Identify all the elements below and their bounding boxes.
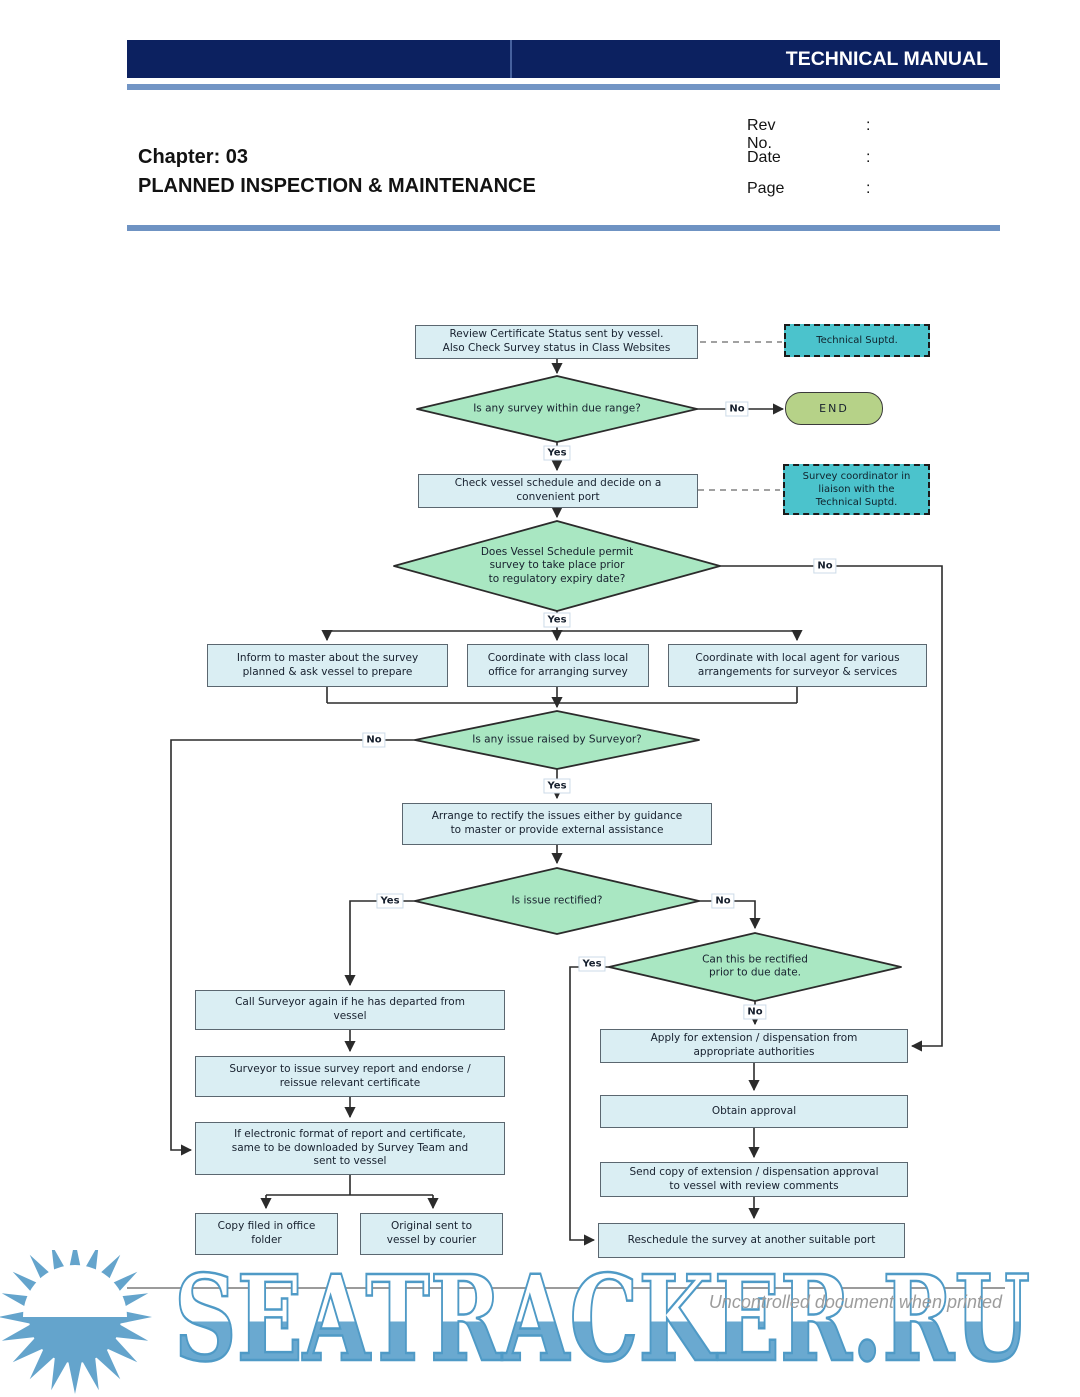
page-label: Page [747,180,785,197]
header-bottom-rule [127,225,1000,231]
node-check-schedule: Check vessel schedule and decide on a co… [418,474,698,508]
node-send-copy: Send copy of extension / dispensation ap… [600,1162,908,1197]
label-yes-issue-rectified: Yes [376,893,404,909]
label-no-due-range: No [725,401,749,417]
label-yes-rectify-due: Yes [578,956,606,972]
footer-rule [127,1287,1005,1289]
decision-due-range-text: Is any survey within due range? [473,402,641,415]
watermark-text: SEATRACKER.RU [174,1250,1030,1388]
node-coordinate-agent: Coordinate with local agent for various … [668,644,927,687]
node-original-sent: Original sent to vessel by courier [360,1213,503,1255]
chapter-number: Chapter: 03 [138,146,249,168]
rev-label: Rev No. [747,117,776,152]
node-coordinate-class: Coordinate with class local office for a… [467,644,649,687]
node-review-certificate: Review Certificate Status sent by vessel… [415,325,698,359]
label-yes-schedule-permit: Yes [543,612,571,628]
node-copy-filed: Copy filed in office folder [195,1213,338,1255]
node-call-surveyor: Call Surveyor again if he has departed f… [195,990,505,1030]
seatracker-watermark: SEATRACKER.RU [0,1250,1031,1394]
node-reschedule: Reschedule the survey at another suitabl… [598,1223,905,1258]
node-technical-suptd: Technical Suptd. [784,324,930,357]
uncontrolled-note: Uncontrolled document when printed [708,1292,1002,1312]
header-bar: TECHNICAL MANUAL [127,40,1000,78]
header-underline [127,84,1000,90]
decision-rectify-due-text: Can this be rectified prior to due date. [702,953,808,979]
node-obtain-approval: Obtain approval [600,1095,908,1128]
decision-issue-rectified-text: Is issue rectified? [511,894,603,907]
chapter-title: PLANNED INSPECTION & MAINTENANCE [138,175,536,197]
label-no-schedule-permit: No [813,558,837,574]
node-electronic-format: If electronic format of report and certi… [195,1122,505,1175]
date-colon: : [866,149,871,166]
label-no-issue-raised: No [362,732,386,748]
decision-issue-raised-text: Is any issue raised by Surveyor? [472,733,642,746]
header-divider [510,40,512,78]
node-apply-extension: Apply for extension / dispensation from … [600,1029,908,1063]
node-arrange-rectify: Arrange to rectify the issues either by … [402,803,712,845]
label-no-issue-rectified: No [711,893,735,909]
seatracker-sun-logo [0,1250,152,1394]
node-end-terminator: END [785,392,883,425]
node-issue-report: Surveyor to issue survey report and endo… [195,1056,505,1097]
page-header-title: TECHNICAL MANUAL [785,48,988,70]
label-no-rectify-due: No [743,1004,767,1020]
label-yes-due-range: Yes [543,445,571,461]
node-inform-master: Inform to master about the survey planne… [207,644,448,687]
page-colon: : [866,180,871,197]
rev-colon: : [866,117,871,134]
date-label: Date [747,149,781,166]
label-yes-issue-raised: Yes [543,778,571,794]
decision-schedule-permit-text: Does Vessel Schedule permit survey to ta… [480,545,634,585]
node-survey-coordinator: Survey coordinator in liaison with the T… [783,464,930,515]
